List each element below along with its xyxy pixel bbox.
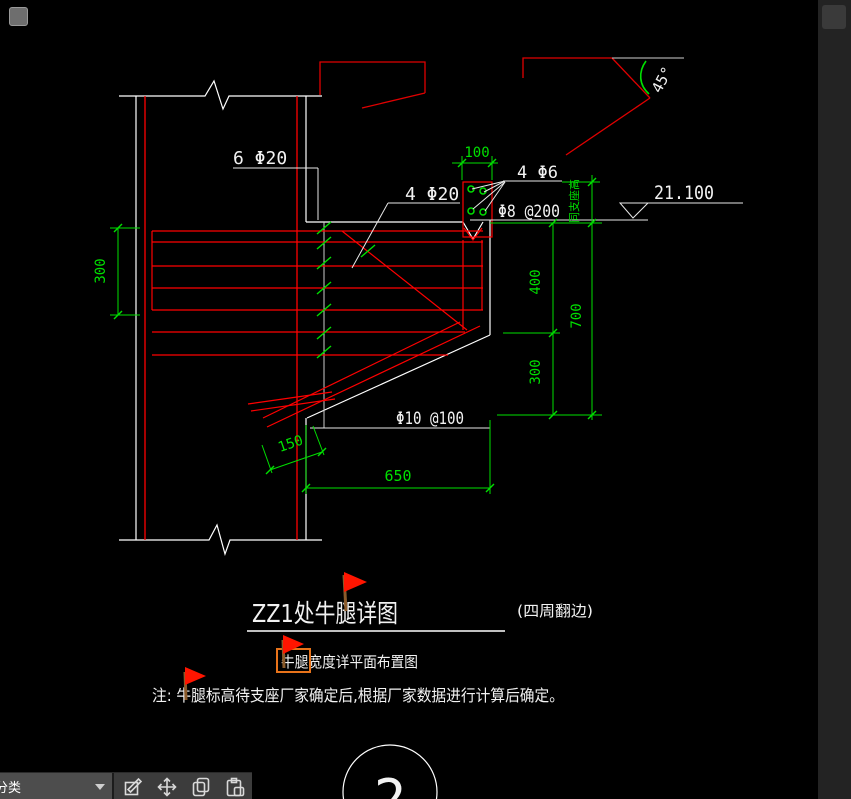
copy-button[interactable] [186, 775, 216, 799]
dimension-ticks [113, 158, 597, 493]
edit-icon [124, 777, 143, 795]
elevation-symbol [618, 202, 743, 219]
stirrup-ticks [316, 221, 376, 359]
edit-button[interactable] [118, 775, 148, 799]
elevation-value: 21.100 [654, 182, 714, 204]
dim-400: 400 [528, 269, 544, 294]
label-column-stirrup: Φ8 @200 [498, 202, 560, 222]
drawing-note: 注: 牛腿标高待支座厂家确定后,根据厂家数据进行计算后确定。 [152, 686, 564, 705]
revision-flag [342, 572, 367, 612]
label-corbel-stirrup: Φ10 @100 [396, 409, 464, 429]
category-dropdown[interactable]: 分类 [0, 773, 114, 799]
label-plate-rebar: 4 Φ6 [517, 163, 558, 183]
label-leaders [233, 167, 648, 429]
dimension-lines [110, 156, 602, 494]
dim-300-right: 300 [528, 359, 544, 384]
move-button[interactable] [152, 775, 182, 799]
canvas-handle[interactable] [9, 7, 28, 26]
category-dropdown-value: 分类 [0, 781, 22, 796]
dim-650: 650 [384, 467, 411, 485]
right-panel-strip [818, 0, 851, 799]
column-outline [119, 79, 322, 556]
corbel-rebar-lines [151, 181, 493, 428]
detail-bubble: 2 [342, 744, 438, 799]
dim-100: 100 [464, 145, 489, 161]
dim-700: 700 [569, 303, 585, 328]
right-panel-button[interactable] [822, 5, 846, 29]
dim-150: 150 [276, 433, 305, 456]
drawing-title-suffix: (四周翻边) [517, 602, 593, 620]
bottom-toolbar: 分类 [0, 772, 252, 799]
paste-icon [226, 777, 245, 796]
support-height-note: 同支座高 [567, 179, 581, 223]
chevron-down-icon [95, 784, 105, 790]
column-rebar-lines [144, 96, 298, 540]
move-icon [157, 776, 177, 797]
revision-flag [281, 635, 304, 669]
revision-flag [183, 667, 206, 701]
angle-label: 45° [648, 64, 677, 96]
copy-icon [192, 777, 210, 796]
label-corbel-main-rebar: 4 Φ20 [405, 184, 459, 205]
drawing-title: ZZ1处牛腿详图 [252, 599, 398, 628]
detail-bubble-number: 2 [374, 768, 407, 799]
paste-button[interactable] [220, 775, 250, 799]
angle-arc [639, 60, 650, 95]
dim-300-left: 300 [93, 258, 109, 283]
drawing-subtitle: 牛腿宽度详平面布置图 [281, 653, 418, 671]
label-top-rebar: 6 Φ20 [233, 148, 287, 169]
roof-profile-red [319, 57, 651, 156]
